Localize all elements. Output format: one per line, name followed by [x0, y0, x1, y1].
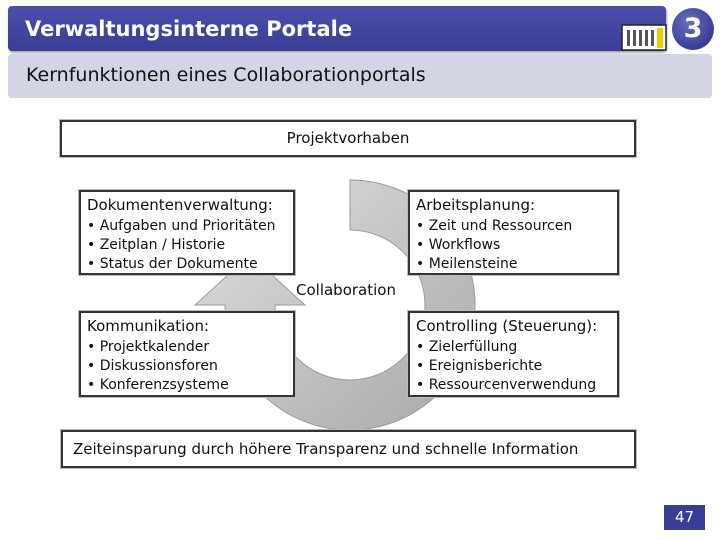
work-planning-box: Arbeitsplanung: • Zeit und Ressourcen • …: [408, 190, 619, 275]
chapter-badge: 3: [672, 8, 714, 50]
time-savings-box: Zeiteinsparung durch höhere Transparenz …: [61, 430, 636, 468]
work-planning-title: Arbeitsplanung:: [416, 196, 536, 214]
list-item: • Ressourcenverwendung: [416, 377, 597, 393]
building-logo-icon: [621, 24, 667, 51]
document-management-title: Dokumentenverwaltung:: [87, 196, 273, 214]
list-item: • Zeitplan / Historie: [87, 237, 226, 253]
controlling-box: Controlling (Steuerung): • Zielerfüllung…: [408, 311, 619, 397]
list-item: • Aufgaben und Prioritäten: [87, 218, 276, 234]
subtitle-bar: Kernfunktionen eines Collaborationportal…: [8, 54, 712, 98]
list-item: • Meilensteine: [416, 256, 518, 272]
document-management-box: Dokumentenverwaltung: • Aufgaben und Pri…: [79, 190, 295, 275]
list-item: • Konferenzsysteme: [87, 377, 229, 393]
controlling-title: Controlling (Steuerung):: [416, 317, 598, 335]
list-item: • Ereignisberichte: [416, 358, 543, 374]
page-title: Verwaltungsinterne Portale: [25, 17, 353, 41]
list-item: • Zeit und Ressourcen: [416, 218, 573, 234]
page-number: 47: [664, 505, 705, 530]
communication-title: Kommunikation:: [87, 317, 210, 335]
list-item: • Zielerfüllung: [416, 339, 518, 355]
list-item: • Diskussionsforen: [87, 358, 218, 374]
slide-subtitle: Kernfunktionen eines Collaborationportal…: [26, 64, 426, 86]
list-item: • Workflows: [416, 237, 501, 253]
list-item: • Status der Dokumente: [87, 256, 258, 272]
title-bar: Verwaltungsinterne Portale: [8, 6, 667, 51]
communication-box: Kommunikation: • Projektkalender • Disku…: [79, 311, 295, 397]
project-box: Projektvorhaben: [60, 120, 636, 157]
collaboration-label: Collaboration: [296, 281, 396, 299]
list-item: • Projektkalender: [87, 339, 210, 355]
